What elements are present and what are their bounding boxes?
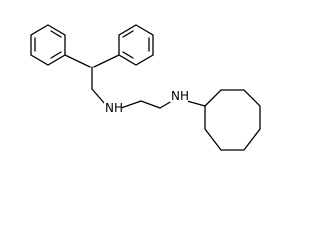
phenyl-ring-right [118,24,154,66]
bond-nh-to-cyclooctyl [186,100,206,107]
bond-ch2-to-nh-right [159,100,173,109]
svg-text:NH: NH [171,89,189,103]
bond-nh-to-ch2 [120,100,142,109]
carbon-chain [64,54,206,109]
bond-ch2-to-nh [91,88,106,105]
bond-ring-right-to-ch [93,54,120,68]
bond-ch2-to-ch2 [140,100,161,109]
cyclooctane-ring [204,89,261,151]
atom-label-nh-left: NH [104,100,123,115]
phenyl-ring-left [30,24,66,66]
bond-ring-left-to-ch [64,54,91,68]
molecule-structure: NH NH [30,24,261,151]
atom-label-nh-right: NH [170,88,189,103]
svg-text:NH: NH [105,101,123,115]
